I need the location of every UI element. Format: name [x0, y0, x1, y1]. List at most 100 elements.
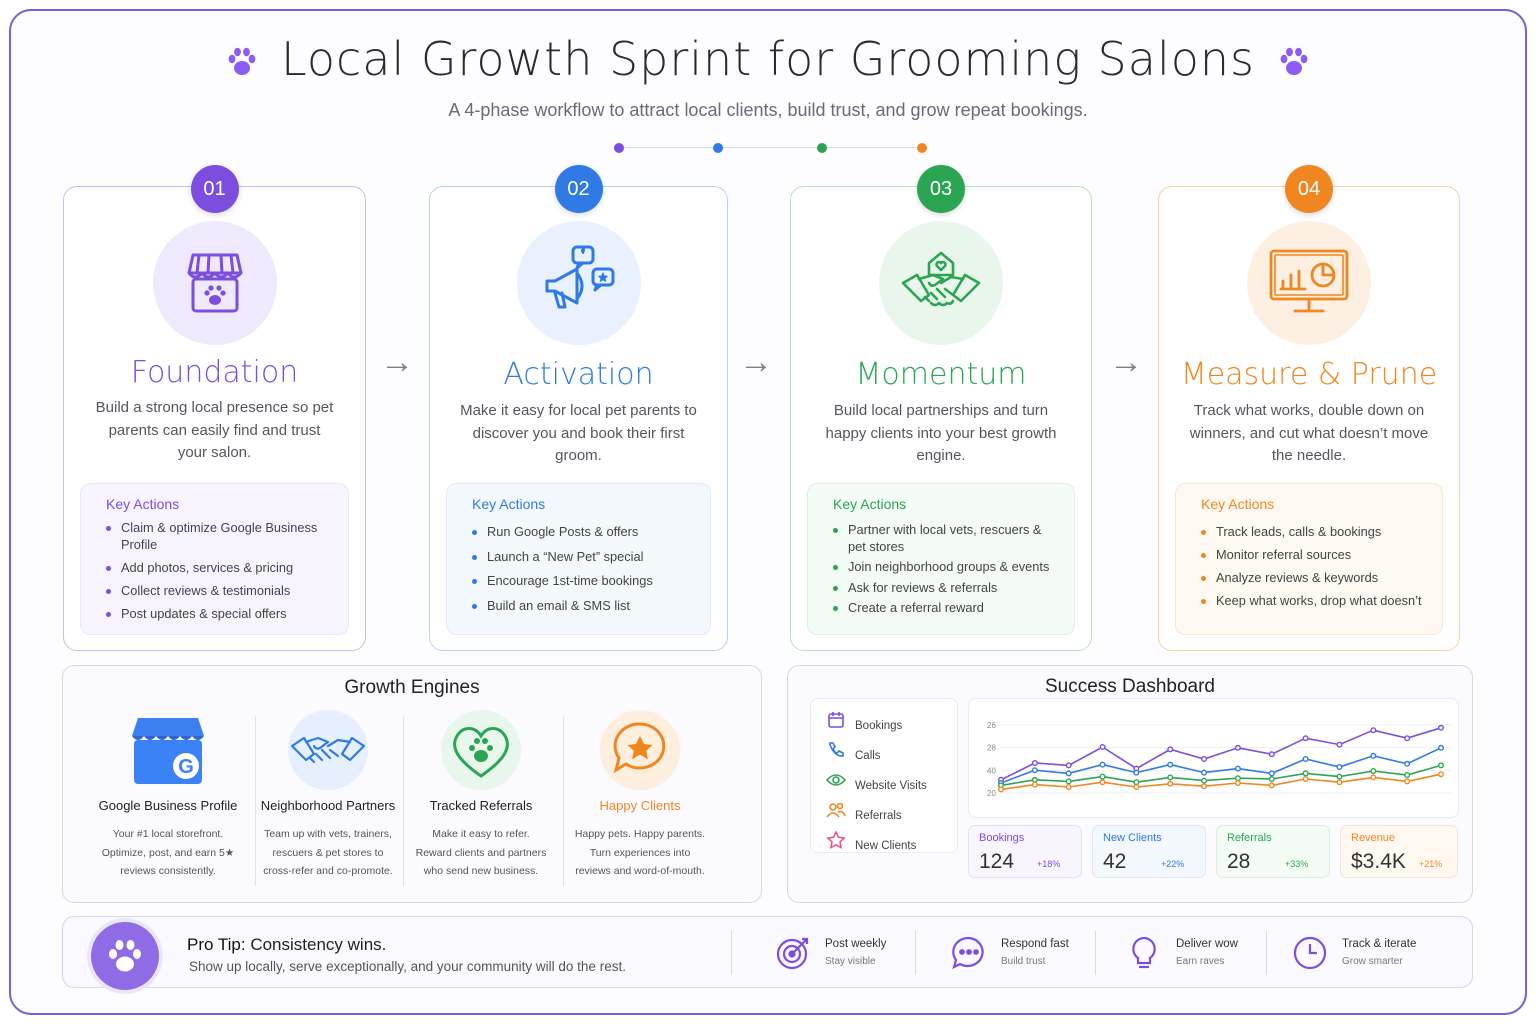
handshake-icon: [879, 221, 1003, 345]
legend-item-calls: Calls: [825, 741, 881, 762]
phase-description: Build local partnerships and turn happy …: [825, 402, 1057, 464]
data-point: [1404, 760, 1411, 767]
data-point: [1031, 767, 1038, 774]
engine-text-line: Happy pets. Happy parents.: [574, 828, 706, 840]
arrow-right-icon: →: [739, 343, 773, 381]
engine-text-line: Make it easy to refer.: [432, 828, 530, 840]
divider: [915, 931, 916, 975]
phase-card-measure-prune: 04 Measure & Prune Track what works, dou…: [1158, 165, 1460, 651]
key-action-item: Collect reviews & testimonials: [106, 583, 330, 600]
data-point: [1201, 756, 1208, 763]
engine-text-line: Team up with vets, trainers,: [264, 828, 392, 840]
data-point: [1404, 778, 1411, 785]
pro-tip-bar: Pro Tip: Consistency wins. Show up local…: [62, 916, 1473, 990]
heart-paw-icon: [441, 710, 521, 790]
engine-text-line: reviews consistently.: [120, 865, 216, 877]
data-point: [1438, 771, 1445, 778]
engine-google-business-profile: G Google Business Profile Your #1 local …: [83, 710, 253, 881]
data-point: [1099, 773, 1106, 780]
analytics-monitor-icon: [1247, 221, 1371, 345]
data-point: [1167, 746, 1174, 753]
key-actions-heading: Key Actions: [106, 496, 180, 512]
engine-neighborhood-partners: Neighborhood Partners Team up with vets,…: [257, 710, 399, 881]
phase-description: Track what works, double down on winners…: [1189, 402, 1429, 464]
series-line: [1000, 727, 1442, 781]
data-point: [1167, 774, 1174, 781]
tip-item-sub: Build trust: [1001, 956, 1046, 967]
legend-item-referrals: Referrals: [825, 801, 902, 822]
engine-name: Google Business Profile: [98, 798, 238, 813]
data-point: [1404, 735, 1411, 742]
key-action-item: Track leads, calls & bookings: [1201, 524, 1424, 541]
key-action-item: Encourage 1st-time bookings: [472, 573, 692, 590]
y-tick-label: 20: [987, 789, 996, 798]
phase-number-badge: 04: [1285, 165, 1333, 213]
stat-delta: +18%: [1037, 859, 1061, 869]
data-point: [1234, 765, 1241, 772]
key-action-item: Analyze reviews & keywords: [1201, 570, 1424, 587]
data-point: [1167, 761, 1174, 768]
tip-item-sub: Grow smarter: [1342, 956, 1403, 967]
data-point: [1370, 727, 1377, 734]
legend-item-website-visits: Website Visits: [825, 771, 927, 792]
key-actions-box: Key Actions Track leads, calls & booking…: [1175, 483, 1443, 635]
engine-text: Team up with vets, trainers, rescuers & …: [257, 825, 399, 881]
stat-value: 28: [1227, 850, 1251, 873]
dot-orange: [917, 143, 927, 153]
data-point: [1438, 762, 1445, 769]
stat-value: 124: [979, 850, 1015, 873]
engine-name: Tracked Referrals: [429, 798, 533, 813]
data-point: [1302, 735, 1309, 742]
dashboard-legend: Bookings Calls Website Visits Referrals …: [810, 698, 958, 853]
data-point: [1099, 779, 1106, 786]
key-action-item: Join neighborhood groups & events: [833, 559, 1056, 576]
engine-happy-clients: Happy Clients Happy pets. Happy parents.…: [565, 710, 715, 881]
key-actions-box: Key Actions Run Google Posts & offers La…: [446, 483, 711, 635]
data-point: [1370, 767, 1377, 774]
data-point: [1268, 782, 1275, 789]
data-point: [1099, 761, 1106, 768]
pro-tip-label: Pro Tip:: [187, 935, 246, 954]
stat-card-referrals: Referrals 28 +33%: [1216, 825, 1330, 878]
data-point: [1370, 752, 1377, 759]
data-point: [1133, 769, 1140, 776]
engine-text-line: reviews and word-of-mouth.: [575, 865, 705, 877]
phase-card-activation: 02 Activation Make it easy for local pet…: [429, 165, 728, 651]
data-point: [1167, 780, 1174, 787]
phone-icon: [825, 741, 847, 762]
phase-title: Activation: [503, 357, 654, 392]
phase-description: Make it easy for local pet parents to di…: [460, 402, 697, 464]
data-point: [1133, 779, 1140, 786]
arrow-right-icon: →: [380, 343, 414, 381]
phase-title: Momentum: [855, 357, 1027, 392]
key-action-item: Monitor referral sources: [1201, 547, 1424, 564]
tip-item-label: Respond fast: [1001, 938, 1069, 950]
key-action-item: Run Google Posts & offers: [472, 524, 692, 541]
engine-name: Happy Clients: [599, 798, 681, 813]
stat-label: Referrals: [1227, 832, 1272, 844]
data-point: [1201, 777, 1208, 784]
data-point: [1268, 751, 1275, 758]
megaphone-icon: [516, 221, 641, 345]
key-action-item: Add photos, services & pricing: [106, 560, 330, 577]
divider: [1266, 931, 1267, 975]
key-action-item: Claim & optimize Google Business Profile: [106, 520, 330, 553]
page-title: Local Growth Sprint for Grooming Salons: [0, 32, 1536, 90]
success-dashboard-panel: Success Dashboard Bookings Calls Website…: [787, 665, 1473, 903]
legend-label: Website Visits: [855, 780, 927, 792]
data-point: [1031, 781, 1038, 788]
data-point: [1336, 763, 1343, 770]
tip-item-label: Track & iterate: [1342, 938, 1417, 950]
key-action-item: Partner with local vets, rescuers & pet …: [833, 522, 1056, 555]
arrow-right-icon: →: [1109, 343, 1143, 381]
legend-item-bookings: Bookings: [825, 711, 902, 732]
legend-label: New Clients: [855, 840, 917, 852]
data-point: [1065, 762, 1072, 769]
data-point: [1268, 775, 1275, 782]
chat-bubble-icon: [952, 936, 984, 970]
engine-text: Your #1 local storefront. Optimize, post…: [83, 825, 253, 881]
data-point: [1370, 774, 1377, 781]
divider: [563, 716, 564, 886]
legend-label: Bookings: [855, 720, 903, 732]
